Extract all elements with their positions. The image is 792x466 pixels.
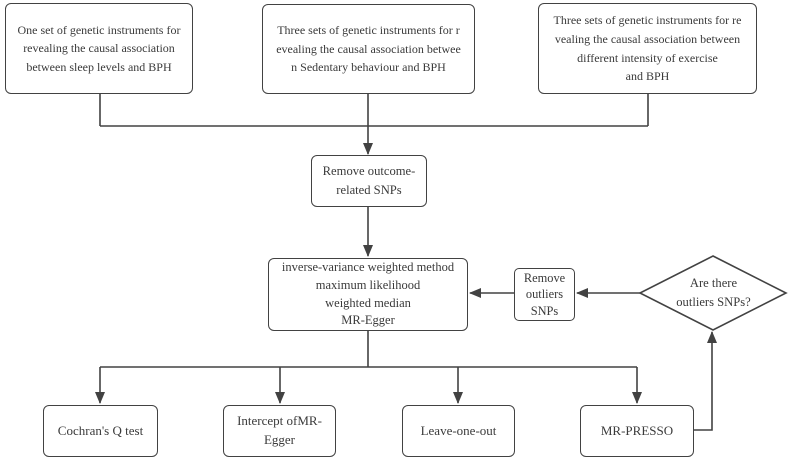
node-outliers-decision: Are there outliers SNPs? bbox=[676, 276, 751, 309]
decision-diamond-shape bbox=[638, 255, 788, 331]
node-mr-methods: inverse-variance weighted method maximum… bbox=[268, 258, 468, 331]
node-remove-outliers-snps: Remove outliers SNPs bbox=[514, 268, 575, 321]
node-leave-one-out: Leave-one-out bbox=[402, 405, 515, 457]
node-mr-presso: MR-PRESSO bbox=[580, 405, 694, 457]
node-exercise-instruments: Three sets of genetic instruments for re… bbox=[538, 3, 757, 94]
node-remove-outcome-snps: Remove outcome- related SNPs bbox=[311, 155, 427, 207]
connector-merge-lines bbox=[99, 94, 649, 368]
node-sedentary-instruments: Three sets of genetic instruments for r … bbox=[262, 4, 475, 94]
node-sleep-instruments: One set of genetic instruments for revea… bbox=[5, 3, 193, 94]
arrow-presso-to-decision bbox=[694, 331, 717, 431]
node-egger-intercept: Intercept ofMR- Egger bbox=[223, 405, 336, 457]
node-cochran-q-test: Cochran's Q test bbox=[43, 405, 158, 457]
